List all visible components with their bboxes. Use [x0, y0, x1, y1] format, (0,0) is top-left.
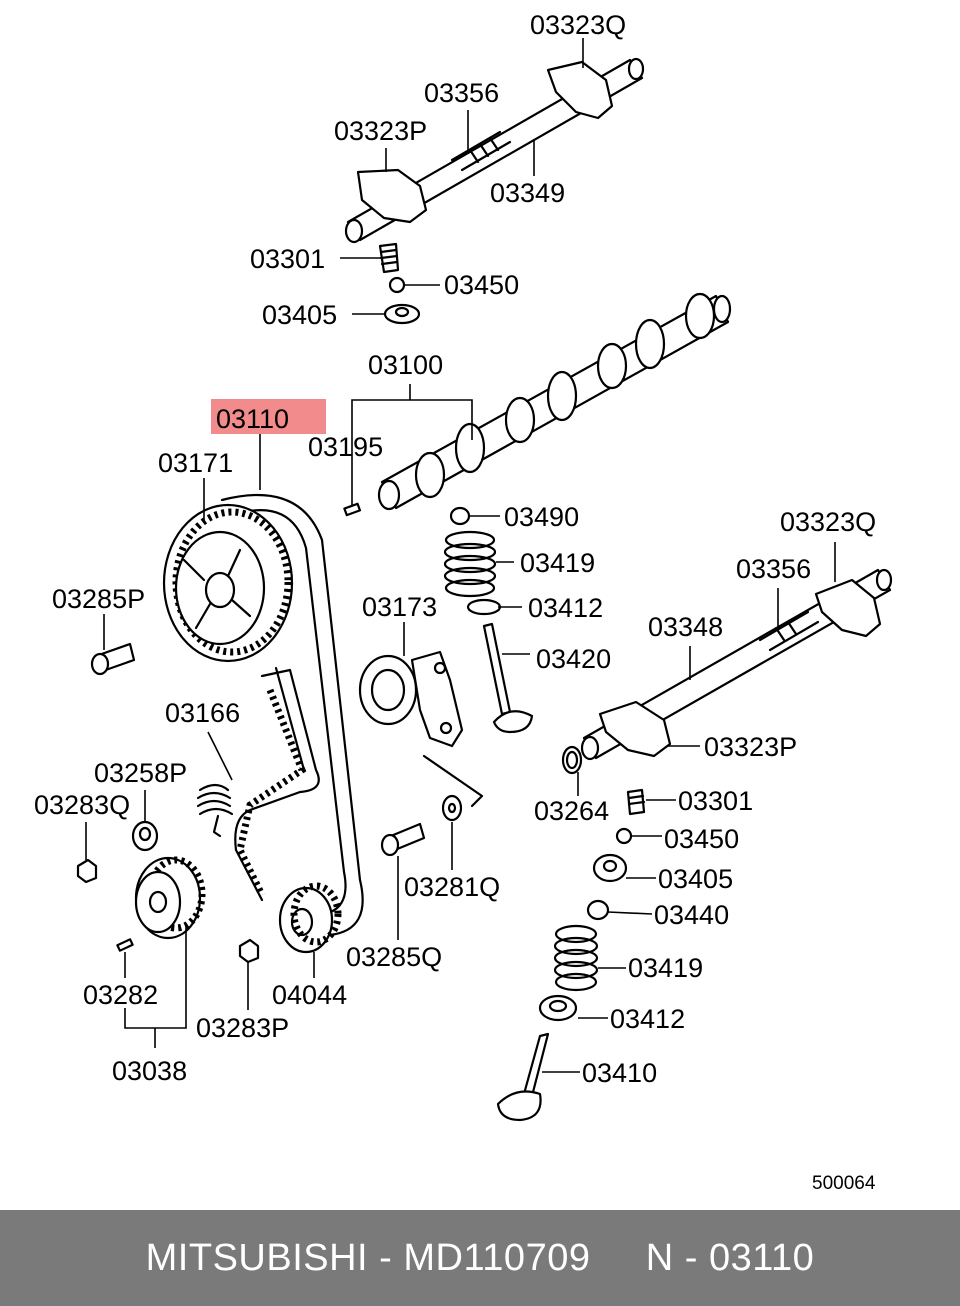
- tensioner-pulley: [358, 650, 464, 748]
- part-label-selected[interactable]: 03110: [216, 404, 289, 434]
- camshaft: [377, 292, 732, 511]
- timing-belt: [220, 493, 364, 937]
- part-label[interactable]: 03450: [444, 270, 519, 300]
- part-label[interactable]: 03356: [736, 554, 811, 584]
- retainer-right: [592, 853, 628, 883]
- exhaust-valve: [482, 622, 534, 734]
- rocker-shaft-right: [580, 568, 893, 761]
- bolt-left: [90, 642, 136, 676]
- nut-left: [76, 858, 98, 884]
- parts-diagram: 03323Q 03356 03323P 03349 03301 03450 03…: [34, 10, 893, 1194]
- rocker-shaft-top: [344, 57, 645, 244]
- part-label[interactable]: 03412: [528, 593, 603, 623]
- part-label[interactable]: 03100: [368, 350, 443, 380]
- part-label[interactable]: 03301: [678, 786, 753, 816]
- part-label[interactable]: 03171: [158, 448, 233, 478]
- part-label[interactable]: 03348: [648, 612, 723, 642]
- part-label[interactable]: 03420: [536, 644, 611, 674]
- part-label[interactable]: 03490: [504, 502, 579, 532]
- retainer-top: [383, 303, 421, 325]
- part-label[interactable]: 03282: [83, 980, 158, 1010]
- part-label[interactable]: 03264: [534, 796, 609, 826]
- footer-bar: MITSUBISHI - MD110709 N - 03110: [0, 1210, 960, 1306]
- tensioner-spring: [196, 783, 234, 838]
- part-label[interactable]: 03419: [520, 548, 595, 578]
- selected-part-highlight: [211, 399, 326, 434]
- valve-spring-bottom: [553, 924, 599, 992]
- nut-lower: [238, 938, 260, 964]
- leader-lines: [85, 38, 836, 1073]
- part-label[interactable]: 03173: [362, 592, 437, 622]
- part-label[interactable]: 03323Q: [780, 507, 876, 537]
- part-label[interactable]: 03285Q: [346, 942, 442, 972]
- idler-pulley: [278, 882, 342, 954]
- part-label[interactable]: 03356: [424, 78, 499, 108]
- spacer-collar: [131, 820, 159, 852]
- camshaft-sprocket: [162, 503, 294, 663]
- diagram-code: 500064: [812, 1173, 876, 1194]
- lash-adjuster-right: [586, 899, 610, 921]
- key-pin: [116, 938, 134, 952]
- part-label[interactable]: 03195: [308, 432, 383, 462]
- valve-seal-top: [466, 598, 502, 616]
- part-labels: 03323Q 03356 03323P 03349 03301 03450 03…: [34, 10, 876, 1194]
- part-label[interactable]: 03419: [628, 953, 703, 983]
- part-label[interactable]: 03258P: [94, 758, 187, 788]
- adjuster-right: [626, 788, 646, 816]
- part-label[interactable]: 03166: [165, 698, 240, 728]
- part-label[interactable]: 03038: [112, 1056, 187, 1086]
- footer-part-info: MITSUBISHI - MD110709 N - 03110: [145, 1236, 815, 1279]
- tensioner-guide-lines: [422, 754, 484, 808]
- washer: [441, 794, 463, 822]
- intake-valve: [496, 1032, 550, 1122]
- part-label[interactable]: 03323P: [704, 732, 797, 762]
- part-label[interactable]: 03405: [658, 864, 733, 894]
- part-label[interactable]: 03412: [610, 1004, 685, 1034]
- part-label[interactable]: 03283Q: [34, 790, 130, 820]
- o-ring: [561, 745, 583, 775]
- part-label[interactable]: 03450: [664, 824, 739, 854]
- nut-right: [615, 827, 633, 845]
- part-label[interactable]: 03440: [654, 900, 729, 930]
- crankshaft-sprocket: [134, 856, 206, 940]
- part-label[interactable]: 03349: [490, 178, 565, 208]
- dowel-pin: [343, 502, 362, 517]
- part-label[interactable]: 04044: [272, 980, 347, 1010]
- part-label[interactable]: 03410: [582, 1058, 657, 1088]
- bolt-lower: [380, 822, 426, 857]
- part-label[interactable]: 03323P: [334, 116, 427, 146]
- part-label[interactable]: 03285P: [52, 584, 145, 614]
- valve-spring-top: [443, 530, 497, 598]
- part-label[interactable]: 03323Q: [530, 10, 626, 40]
- lash-adjuster: [449, 506, 471, 526]
- part-label[interactable]: 03283P: [196, 1013, 289, 1043]
- valve-seal-bottom: [538, 994, 578, 1022]
- part-label[interactable]: 03281Q: [404, 872, 500, 902]
- adjuster-top: [378, 242, 400, 274]
- part-label[interactable]: 03301: [250, 244, 325, 274]
- nut-top: [388, 276, 406, 294]
- part-label[interactable]: 03405: [262, 300, 337, 330]
